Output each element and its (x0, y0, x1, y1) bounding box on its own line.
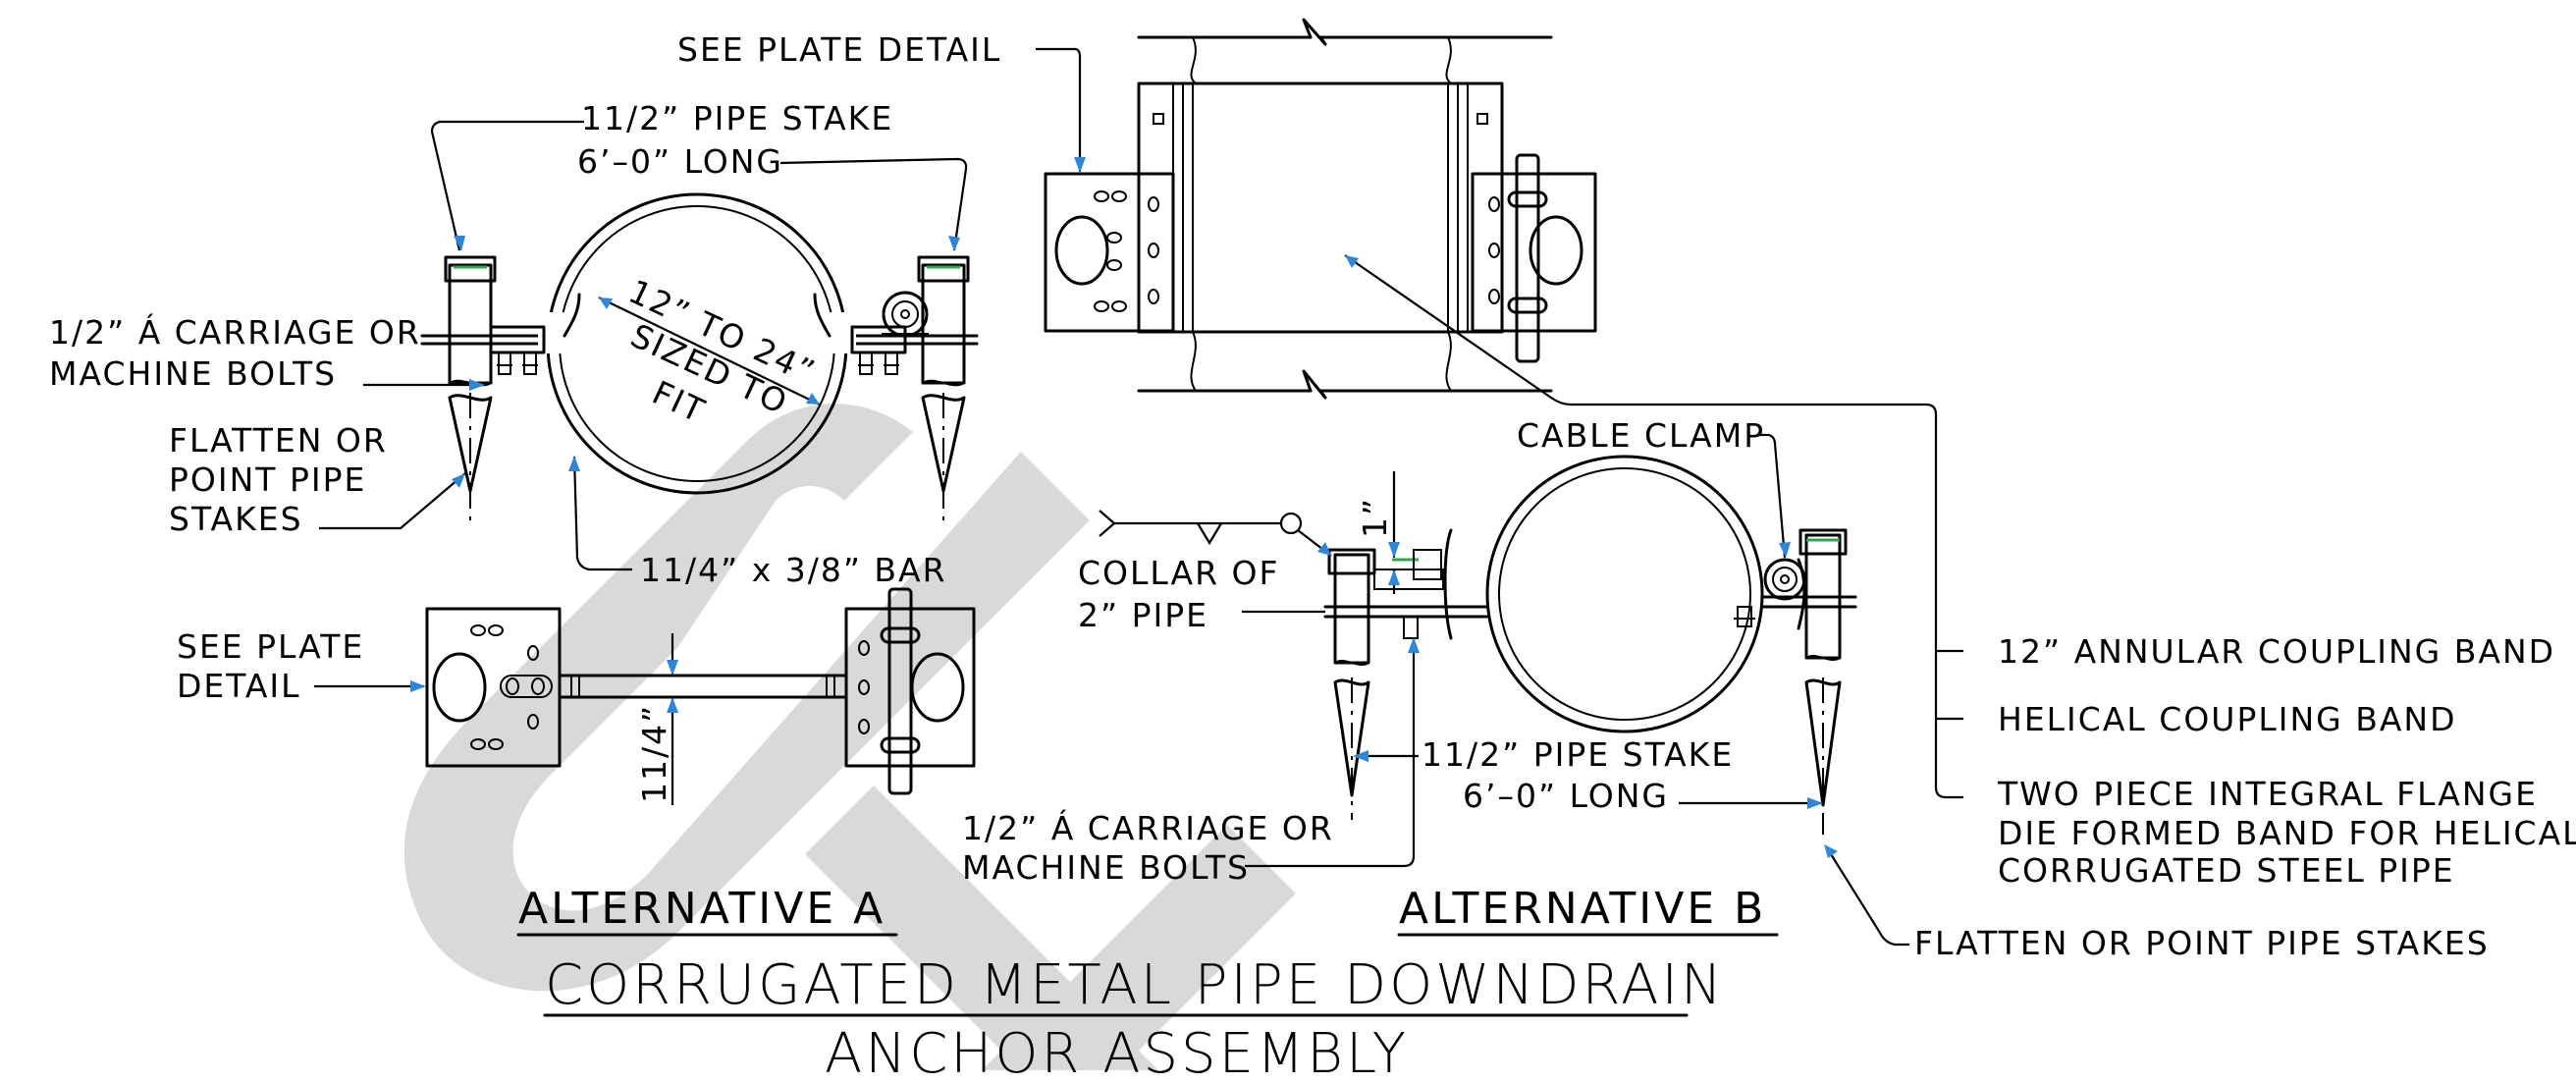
label-flatten-b: FLATTEN OR POINT PIPE STAKES (1914, 924, 2490, 962)
label-cable-clamp: CABLE CLAMP (1517, 416, 1765, 455)
label-two-piece-2: DIE FORMED BAND FOR HELICAL (1998, 814, 2576, 852)
alt-a-plan-view (425, 587, 976, 805)
label-flatten-a-3: STAKES (169, 500, 303, 538)
label-pipe-stake-b-1: 11/2” PIPE STAKE (1422, 735, 1734, 774)
headings: ALTERNATIVE A ALTERNATIVE B CORRUGATED M… (516, 884, 1779, 1083)
label-collar-dim: 1” (1356, 497, 1394, 538)
alt-b-pipe-inner (1498, 467, 1751, 721)
label-collar-1: COLLAR OF (1078, 554, 1280, 592)
label-bolts-a-2: MACHINE BOLTS (49, 354, 337, 393)
alt-b-pipe-outer (1485, 455, 1764, 733)
label-annular-band: 12” ANNULAR COUPLING BAND (1998, 632, 2555, 671)
title-line-1: CORRUGATED METAL PIPE DOWNDRAIN (545, 953, 1725, 1017)
label-bar-width-dim: 11/4” (635, 704, 673, 803)
label-flatten-a-2: POINT PIPE (169, 460, 366, 499)
alt-a-left-plate (425, 607, 562, 768)
alt-b-pipe-section (1099, 455, 1857, 835)
alt-a-pipe-section (420, 192, 979, 520)
label-pipe-stake-b-2: 6’–0” LONG (1463, 777, 1669, 815)
leader-lines (314, 47, 1963, 947)
label-collar-2: 2” PIPE (1078, 596, 1208, 634)
label-two-piece-1: TWO PIECE INTEGRAL FLANGE (1997, 775, 2538, 813)
title-line-2: ANCHOR ASSEMBLY (825, 1022, 1409, 1083)
heading-alt-a: ALTERNATIVE A (518, 884, 886, 934)
label-see-plate-detail-top: SEE PLATE DETAIL (677, 30, 1001, 69)
label-pipe-stake-a-1: 11/2” PIPE STAKE (581, 99, 893, 137)
label-flatten-a-1: FLATTEN OR (169, 421, 388, 460)
coupling-band-plan (1044, 18, 1597, 400)
label-bar: 11/4” x 3/8” BAR (640, 551, 947, 589)
label-bolts-a-1: 1/2” Á CARRIAGE OR (49, 312, 421, 352)
heading-alt-b: ALTERNATIVE B (1399, 884, 1766, 934)
watermark-logo (403, 404, 1296, 1070)
label-see-plate-left-1: SEE PLATE (177, 627, 364, 666)
label-see-plate-left-2: DETAIL (177, 667, 301, 705)
label-pipe-stake-a-2: 6’–0” LONG (577, 142, 783, 181)
label-helical-band: HELICAL COUPLING BAND (1998, 700, 2457, 738)
label-bolts-b-2: MACHINE BOLTS (962, 848, 1250, 887)
label-bolts-b-1: 1/2” Á CARRIAGE OR (962, 808, 1334, 847)
label-two-piece-3: CORRUGATED STEEL PIPE (1998, 851, 2455, 890)
